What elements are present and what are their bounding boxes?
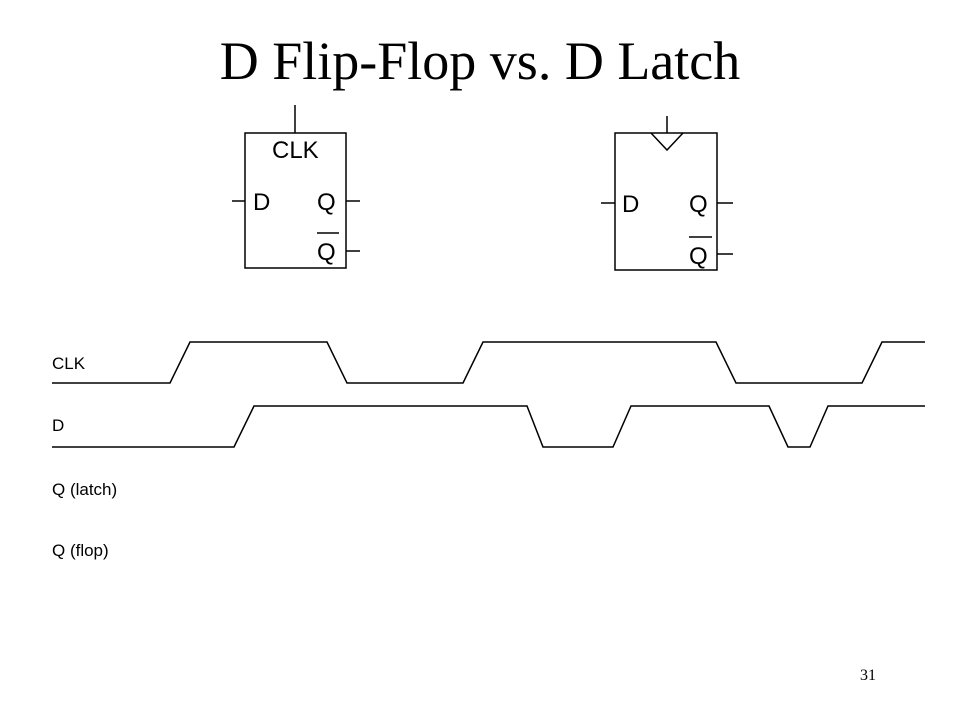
latch-qbar-label: Q	[317, 239, 336, 266]
signal-label-q-latch: Q (latch)	[52, 480, 117, 499]
slide-title: D Flip-Flop vs. D Latch	[219, 31, 741, 91]
d-latch-symbol: CLK D Q Q	[232, 105, 360, 269]
latch-q-label: Q	[317, 189, 336, 216]
d-waveform	[52, 405, 925, 448]
flop-qbar-label: Q	[689, 243, 708, 270]
page-number: 31	[860, 667, 876, 684]
timing-diagram: CLK D Q (latch) Q (flop)	[52, 341, 925, 560]
flop-box	[614, 132, 718, 271]
latch-d-label: D	[253, 189, 270, 216]
flop-d-label: D	[622, 191, 639, 218]
signal-label-d: D	[52, 416, 64, 435]
flop-clock-triangle	[650, 132, 684, 152]
flop-q-label: Q	[689, 191, 708, 218]
latch-clk-label: CLK	[272, 137, 319, 164]
d-flipflop-symbol: D Q Q	[601, 116, 733, 271]
clk-waveform	[52, 341, 925, 384]
signal-label-clk: CLK	[52, 354, 86, 373]
signal-label-q-flop: Q (flop)	[52, 541, 109, 560]
